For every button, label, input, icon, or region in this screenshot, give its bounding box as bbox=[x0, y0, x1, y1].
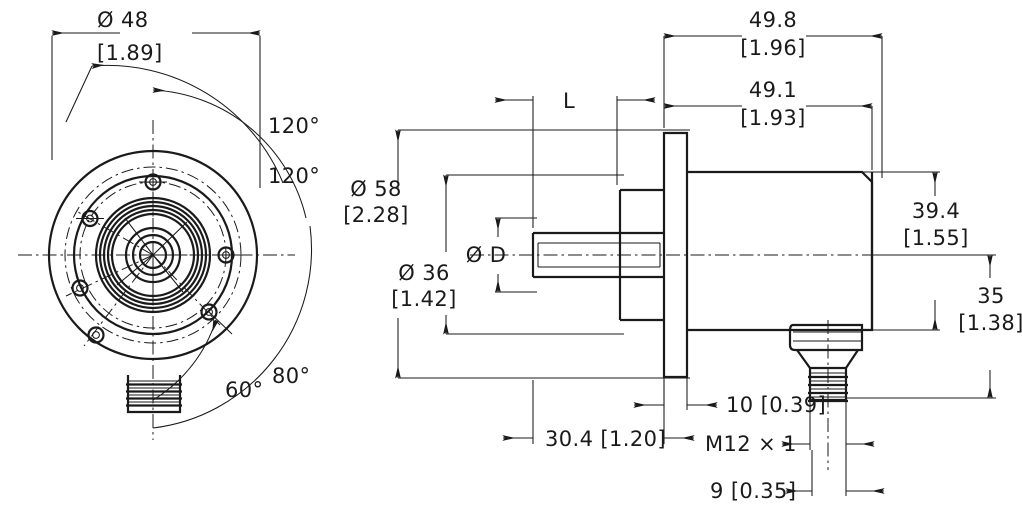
dim-connector-width: 9 [0.35] bbox=[710, 450, 885, 503]
connector-thread-lines-front bbox=[128, 380, 180, 403]
shaft-outline bbox=[531, 231, 664, 279]
dim-body-length: 49.1 [1.93] bbox=[663, 78, 873, 170]
dim-498-imperial: [1.96] bbox=[740, 36, 806, 60]
dim-dia48-metric: Ø 48 bbox=[97, 8, 149, 32]
side-view: L Ø 58 [2.28] Ø 36 [1.42] Ø D bbox=[343, 8, 1022, 503]
arc-120-a bbox=[91, 63, 284, 184]
arc-120-b bbox=[152, 87, 307, 219]
encoder-body bbox=[687, 170, 874, 332]
dim-L-label: L bbox=[563, 89, 575, 113]
dim-flange-thickness: 10 [0.39] bbox=[633, 334, 826, 417]
mounting-hole-lower-right-inner bbox=[205, 308, 213, 316]
arc-80 bbox=[152, 225, 313, 429]
dim-flange-outer-dia: Ø 48 [1.89] bbox=[51, 8, 261, 188]
front-view: Ø 48 [1.89] 120° 120° 60° 80° bbox=[18, 8, 320, 440]
ext-angle-a bbox=[65, 65, 93, 123]
dim-connector-offset: 35 [1.38] bbox=[846, 254, 1022, 399]
connector-thread-crests-front bbox=[126, 383, 182, 407]
dim-491-metric: 49.1 bbox=[749, 78, 797, 102]
dim-10-label: 10 [0.39] bbox=[726, 393, 826, 417]
dim-dia58-imperial: [2.28] bbox=[343, 203, 409, 227]
dim-diaD-label: Ø D bbox=[466, 243, 507, 267]
dim-35-imperial: [1.38] bbox=[958, 311, 1022, 335]
dim-304-label: 30.4 [1.20] bbox=[545, 427, 666, 451]
ext-angle-60 bbox=[208, 311, 233, 335]
shaft bbox=[531, 231, 664, 279]
dim-dia58-metric: Ø 58 bbox=[350, 177, 402, 201]
hub-spokes bbox=[116, 217, 188, 300]
dim-9-label: 9 [0.35] bbox=[710, 479, 796, 503]
dim-thread-spec: M12 × 1 bbox=[705, 400, 875, 456]
dim-overall-length: 49.8 [1.96] bbox=[663, 8, 883, 178]
dim-shaft-length-L: L bbox=[494, 89, 656, 228]
label-angle-80: 80° bbox=[272, 364, 310, 388]
flange-outer-circle bbox=[47, 149, 259, 361]
dim-dia36-imperial: [1.42] bbox=[391, 287, 457, 311]
connector-taper bbox=[796, 349, 859, 370]
angle-dimensions: 120° 120° 60° 80° bbox=[65, 63, 320, 429]
hole-cross-marks bbox=[76, 181, 240, 256]
dim-shaft-dia: Ø D bbox=[466, 217, 537, 293]
dim-dia36-metric: Ø 36 bbox=[398, 261, 450, 285]
dim-dia48-imperial: [1.89] bbox=[97, 41, 163, 65]
dim-flange-to-shaft: 30.4 [1.20] bbox=[502, 334, 695, 451]
dim-thread-label: M12 × 1 bbox=[705, 432, 797, 456]
connector-neck bbox=[788, 323, 864, 352]
front-connector bbox=[126, 375, 182, 414]
dim-498-metric: 49.8 bbox=[749, 8, 797, 32]
dim-394-imperial: [1.55] bbox=[903, 226, 969, 250]
arc-60 bbox=[152, 318, 219, 401]
dim-491-imperial: [1.93] bbox=[740, 106, 806, 130]
dim-connector-height: 39.4 [1.55] bbox=[790, 171, 969, 331]
mounting-hole-lower-left bbox=[87, 326, 105, 344]
connector-body-front bbox=[126, 375, 182, 414]
dim-35-metric: 35 bbox=[977, 284, 1005, 308]
dim-body-dia: Ø 58 [2.28] bbox=[343, 129, 690, 379]
flange-pilot-shoulder bbox=[618, 188, 664, 322]
dim-pilot-dia: Ø 36 [1.42] bbox=[391, 174, 624, 335]
outer-pattern-circle bbox=[64, 166, 242, 344]
shaft-keyway bbox=[537, 242, 661, 268]
mounting-hole-left bbox=[71, 279, 89, 297]
mounting-hole-lower-right bbox=[200, 303, 218, 321]
label-angle-120-a: 120° bbox=[268, 114, 320, 138]
dim-394-metric: 39.4 bbox=[912, 199, 960, 223]
side-connector bbox=[788, 320, 864, 470]
label-angle-120-b: 120° bbox=[268, 164, 320, 188]
